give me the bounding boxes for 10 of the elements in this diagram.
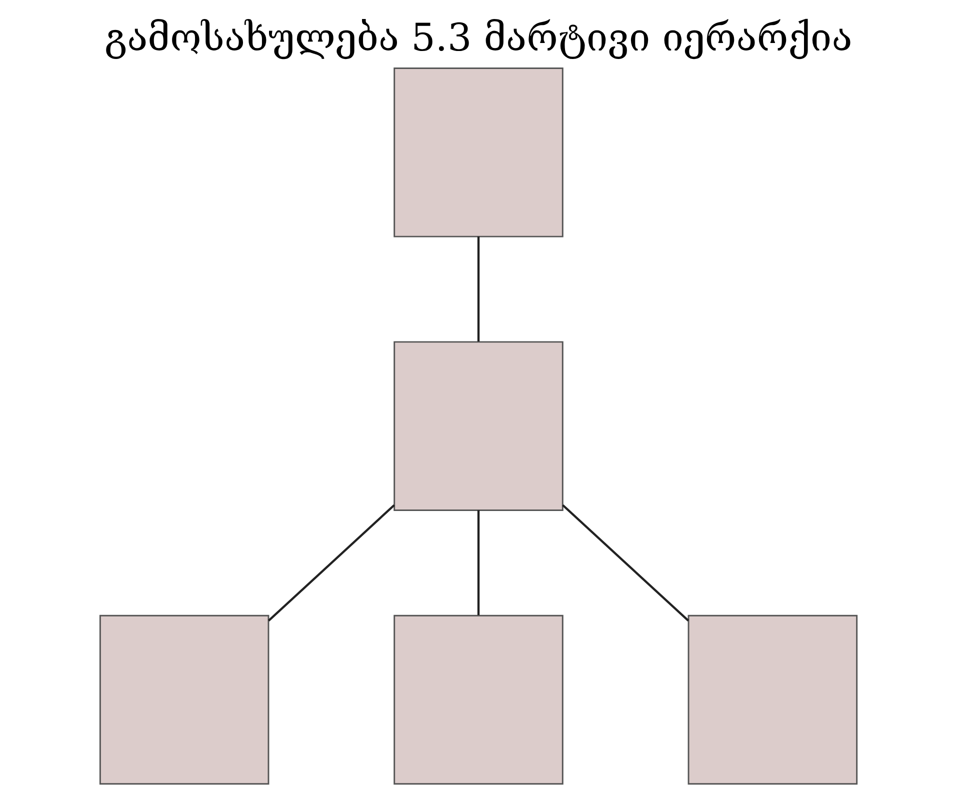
connector <box>476 236 480 342</box>
connector <box>476 510 480 616</box>
node-box <box>393 341 563 511</box>
node-box <box>393 614 563 785</box>
diagram-title: გამოსახულება 5.3 მარტივი იერარქია <box>104 15 852 60</box>
node-box <box>98 614 269 785</box>
node-box <box>687 614 858 785</box>
connector <box>562 504 689 622</box>
connector <box>267 504 394 622</box>
node-box <box>393 68 563 238</box>
